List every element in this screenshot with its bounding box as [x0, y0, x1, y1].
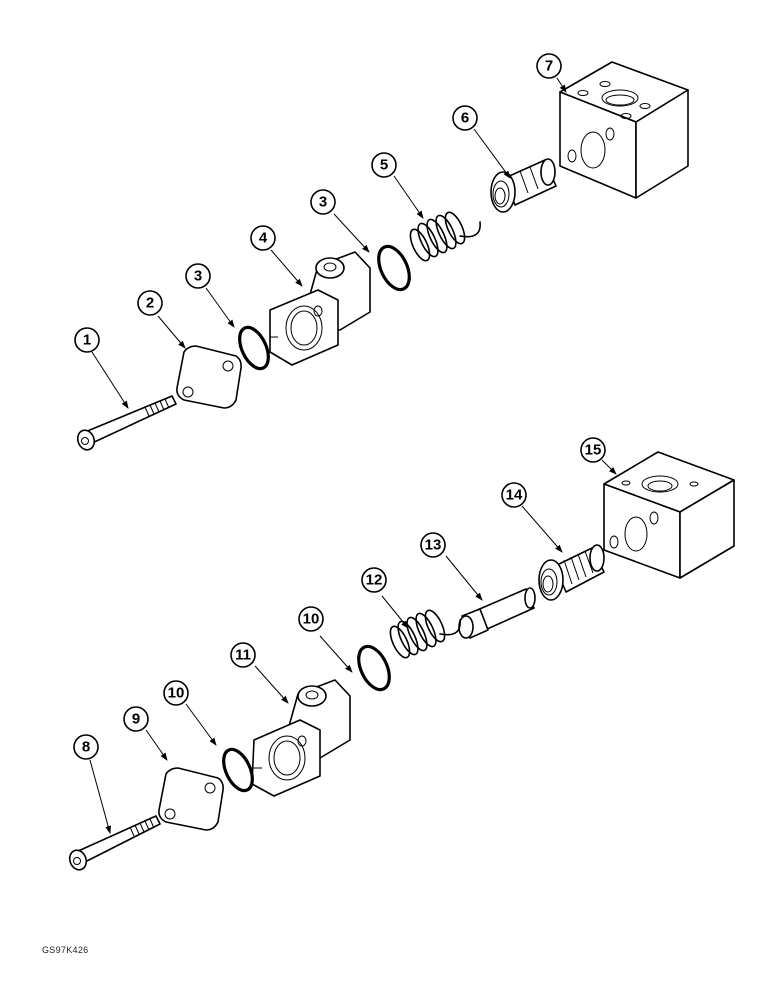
- callout-3-left: 3: [185, 263, 211, 289]
- valve-block-7: [559, 61, 689, 199]
- svg-text:5: 5: [380, 157, 388, 174]
- svg-text:9: 9: [132, 711, 140, 728]
- callout-1: 1: [74, 327, 100, 353]
- valve-block-15: [603, 451, 735, 579]
- callout-8: 8: [73, 734, 99, 760]
- callout-9: 9: [123, 706, 149, 732]
- spring-5: [409, 211, 481, 262]
- o-ring-10-right: [357, 644, 391, 692]
- figure-id: GS97K426: [42, 945, 89, 955]
- leader-lines-lower: [89, 459, 617, 834]
- spring-12: [389, 609, 461, 659]
- svg-text:3: 3: [319, 194, 327, 211]
- svg-text:2: 2: [146, 295, 154, 312]
- svg-text:15: 15: [585, 442, 602, 459]
- callout-13: 13: [420, 532, 446, 558]
- callout-2: 2: [137, 290, 163, 316]
- callout-3-right: 3: [310, 189, 336, 215]
- leader-lines-upper: [91, 77, 567, 409]
- svg-text:10: 10: [303, 611, 320, 628]
- callout-5: 5: [371, 152, 397, 178]
- lower-assembly: [68, 451, 735, 871]
- callout-6: 6: [452, 105, 478, 131]
- end-cover-2: [176, 345, 242, 409]
- end-cover-9: [158, 767, 224, 831]
- o-ring-10-left: [222, 747, 254, 793]
- o-ring-3-right: [377, 244, 411, 292]
- housing-11: [251, 679, 351, 797]
- svg-text:4: 4: [259, 230, 268, 247]
- o-ring-3-left: [238, 325, 270, 371]
- plunger-13: [458, 587, 536, 639]
- svg-text:14: 14: [506, 487, 523, 504]
- svg-text:11: 11: [235, 647, 251, 664]
- callout-7: 7: [536, 53, 562, 79]
- cap-screw-1: [76, 395, 177, 451]
- callout-14: 14: [501, 482, 527, 508]
- housing-4: [269, 251, 371, 366]
- valve-seat-14: [538, 544, 605, 601]
- svg-text:10: 10: [168, 685, 185, 702]
- callout-11: 11: [230, 642, 256, 668]
- svg-text:6: 6: [461, 110, 469, 127]
- svg-text:1: 1: [83, 332, 91, 349]
- upper-assembly: [76, 61, 689, 451]
- callout-10-right: 10: [298, 606, 324, 632]
- callout-4: 4: [250, 225, 276, 251]
- callout-12: 12: [361, 567, 387, 593]
- svg-text:13: 13: [425, 537, 442, 554]
- svg-text:8: 8: [82, 739, 90, 756]
- callouts: 1 2 3 4 3 5 6 7 8 9 10 11 10 12 13 14 15: [73, 53, 606, 760]
- valve-poppet-6: [490, 158, 557, 213]
- svg-text:3: 3: [194, 268, 202, 285]
- svg-text:12: 12: [366, 572, 383, 589]
- svg-text:7: 7: [545, 58, 553, 75]
- cap-screw-8: [68, 815, 161, 871]
- callout-15: 15: [580, 437, 606, 463]
- callout-10-left: 10: [163, 680, 189, 706]
